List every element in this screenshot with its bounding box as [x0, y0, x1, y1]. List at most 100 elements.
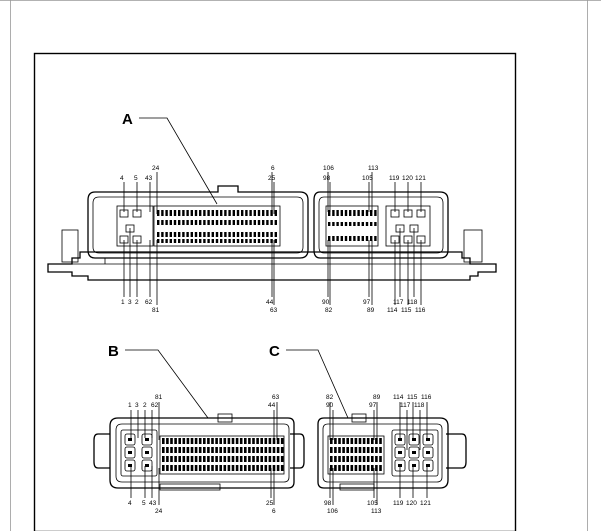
pin-terminal [344, 210, 348, 216]
pin-terminal [266, 239, 269, 243]
pin-terminal [260, 438, 263, 444]
pin-terminal [357, 236, 360, 241]
pin-terminal [252, 456, 255, 462]
pin-terminal [219, 465, 222, 471]
pin-label: 115 [401, 307, 412, 314]
pin-terminal [182, 438, 186, 444]
cavity-contact [426, 438, 430, 441]
pin-label: 98 [323, 175, 331, 182]
pin-terminal [173, 210, 177, 216]
pin-terminal [344, 236, 348, 241]
cavity [124, 446, 136, 459]
pin-terminal [361, 222, 364, 226]
pin-terminal [334, 447, 337, 453]
pin-terminal [236, 239, 240, 243]
cavity [408, 446, 420, 459]
housing-c-inner [322, 423, 443, 483]
pin-terminal [199, 210, 202, 216]
pin-terminal [207, 465, 210, 471]
pin-terminal [266, 232, 269, 237]
pin-terminal [252, 465, 255, 471]
pin-terminal [190, 239, 193, 243]
diagram-frame [33, 52, 517, 531]
pin-terminal [166, 456, 169, 462]
cavity-contact [128, 438, 132, 441]
pin-terminal [365, 210, 369, 216]
pin-terminal [161, 210, 164, 216]
pin-terminal [350, 456, 354, 462]
pin-label: 116 [421, 394, 432, 401]
pin-terminal [340, 236, 343, 241]
pin-terminal [215, 232, 219, 237]
pin-label: 89 [373, 394, 381, 401]
cavity [408, 433, 420, 446]
pin-label: 113 [368, 165, 379, 172]
connector-view-c: C 82 90 89 [269, 343, 467, 515]
view-letter-a: A [122, 111, 133, 128]
pin-terminal [379, 447, 382, 453]
leader-c [286, 349, 349, 419]
pin-terminal [272, 447, 276, 453]
pin-terminal [239, 438, 243, 444]
pin-terminal [257, 220, 261, 225]
latch-c [351, 413, 367, 423]
pin-terminal [186, 239, 189, 243]
pin-terminal [270, 239, 273, 243]
pin-terminal [194, 220, 198, 225]
pin-label: 98 [324, 500, 332, 507]
pin-label: 4 [120, 175, 124, 182]
pin-terminal [274, 220, 277, 225]
pin-terminal [241, 232, 244, 237]
pin-terminal [178, 465, 181, 471]
pin-label: 116 [415, 307, 426, 314]
pin-terminal [211, 220, 214, 225]
pin-terminal [182, 456, 186, 462]
pin-label: 121 [415, 175, 426, 182]
pin-terminal [215, 447, 218, 453]
pin-terminal [366, 447, 370, 453]
pin-terminal [178, 239, 181, 243]
pin-terminal [379, 438, 382, 444]
pin-terminal [248, 465, 251, 471]
pin-label: 120 [402, 175, 413, 182]
pin-label: 81 [152, 307, 160, 314]
pin-terminal [330, 438, 333, 444]
pin-terminal [161, 220, 164, 225]
pin-label: 105 [362, 175, 373, 182]
pin-terminal [338, 465, 341, 471]
pin-label: 2 [135, 299, 139, 306]
pin-terminal [332, 210, 335, 216]
pin-terminal [375, 456, 378, 462]
pin-terminal [268, 465, 272, 471]
pin-terminal [235, 465, 239, 471]
pin-label: 97 [363, 299, 371, 306]
pin-label: 90 [322, 299, 330, 306]
connector-view-b: B 1 3 2 [93, 343, 305, 515]
pin-terminal [346, 447, 349, 453]
pin-label: 113 [371, 508, 382, 515]
pin-terminal [161, 239, 164, 243]
pin-terminal [370, 210, 373, 216]
pin-terminal [332, 236, 335, 241]
pin-terminal [253, 232, 256, 237]
pin-terminal [236, 210, 240, 216]
pin-terminal [353, 210, 356, 216]
pin-terminal [371, 456, 374, 462]
pin-terminal [274, 239, 277, 243]
cavity [141, 459, 153, 472]
cavity-contact [398, 451, 402, 454]
pin-terminal [371, 447, 374, 453]
pin-terminal [264, 447, 268, 453]
pin-terminal [165, 239, 168, 243]
pin-rows-b [162, 438, 284, 471]
pin-terminal [266, 220, 269, 225]
pin-terminal [224, 220, 227, 225]
pin-terminal [207, 456, 210, 462]
pin-terminal [336, 236, 339, 241]
pin-terminal [211, 447, 214, 453]
pin-terminal [241, 239, 244, 243]
pin-terminal [330, 465, 333, 471]
pin-terminal [220, 220, 223, 225]
cavity [408, 459, 420, 472]
pin-terminal [170, 465, 173, 471]
